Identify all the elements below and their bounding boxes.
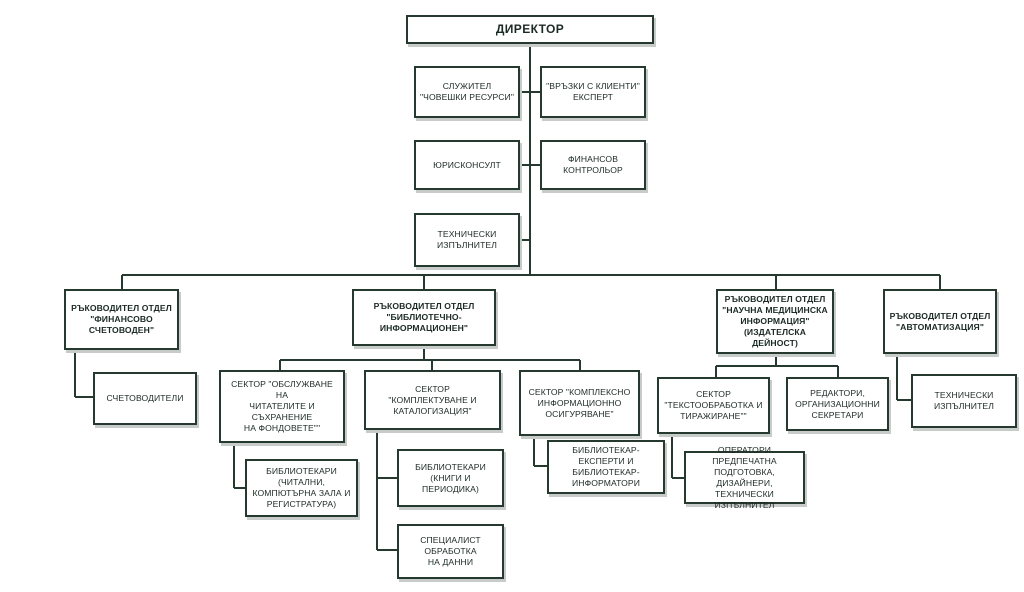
sector-text-label: СЕКТОР "ТЕКСТООБРАБОТКА И ТИРАЖИРАНЕ"" — [664, 389, 763, 421]
sector-acquisition-box: СЕКТОР "КОМПЛЕКТУВАНЕ И КАТАЛОГИЗАЦИЯ" — [364, 370, 501, 430]
editors-label: РЕДАКТОРИ, ОРГАНИЗАЦИОННИ СЕКРЕТАРИ — [795, 387, 880, 420]
data-specialist-label: СПЕЦИАЛИСТ ОБРАБОТКА НА ДАННИ — [420, 535, 481, 567]
data-specialist-box: СПЕЦИАЛИСТ ОБРАБОТКА НА ДАННИ — [397, 524, 504, 579]
legal-counsel-box: ЮРИСКОНСУЛТ — [414, 140, 520, 190]
financial-controller-box: ФИНАНСОВ КОНТРОЛЬОР — [540, 140, 646, 190]
financial-controller-label: ФИНАНСОВ КОНТРОЛЬОР — [563, 154, 623, 175]
automation-technical-box: ТЕХНИЧЕСКИ ИЗПЪЛНИТЕЛ — [911, 374, 1017, 428]
finance-dept-head-box: РЪКОВОДИТЕЛ ОТДЕЛ "ФИНАНСОВО СЧЕТОВОДЕН" — [64, 289, 179, 350]
hr-officer-label: СЛУЖИТЕЛ "ЧОВЕШКИ РЕСУРСИ" — [420, 81, 514, 102]
automation-dept-head-box: РЪКОВОДИТЕЛ ОТДЕЛ "АВТОМАТИЗАЦИЯ" — [883, 289, 997, 354]
librarians-reading-label: БИБЛИОТЕКАРИ (ЧИТАЛНИ, КОМПЮТЪРНА ЗАЛА И… — [252, 466, 351, 509]
librarians-books-label: БИБЛИОТЕКАРИ (КНИГИ И ПЕРИОДИКА) — [415, 461, 486, 494]
accountants-label: СЧЕТОВОДИТЕЛИ — [106, 393, 184, 403]
info-librarians-box: БИБЛИОТЕКАР-ЕКСПЕРТИ И БИБЛИОТЕКАР- ИНФО… — [547, 440, 665, 494]
legal-counsel-label: ЮРИСКОНСУЛТ — [433, 159, 501, 170]
sector-service-label: СЕКТОР "ОБСЛУЖВАНЕ НА ЧИТАТЕЛИТЕ И СЪХРА… — [231, 379, 333, 433]
editors-box: РЕДАКТОРИ, ОРГАНИЗАЦИОННИ СЕКРЕТАРИ — [786, 377, 889, 431]
automation-dept-head-label: РЪКОВОДИТЕЛ ОТДЕЛ "АВТОМАТИЗАЦИЯ" — [889, 310, 991, 332]
sector-text-box: СЕКТОР "ТЕКСТООБРАБОТКА И ТИРАЖИРАНЕ"" — [657, 377, 770, 434]
client-relations-box: "ВРЪЗКИ С КЛИЕНТИ" ЕКСПЕРТ — [540, 66, 646, 118]
client-relations-label: "ВРЪЗКИ С КЛИЕНТИ" ЕКСПЕРТ — [546, 81, 640, 102]
sector-info-label: СЕКТОР "КОМПЛЕКСНО ИНФОРМАЦИОННО ОСИГУРЯ… — [528, 386, 631, 419]
librarians-reading-box: БИБЛИОТЕКАРИ (ЧИТАЛНИ, КОМПЮТЪРНА ЗАЛА И… — [245, 459, 358, 517]
librarians-books-box: БИБЛИОТЕКАРИ (КНИГИ И ПЕРИОДИКА) — [397, 449, 504, 507]
finance-dept-head-label: РЪКОВОДИТЕЛ ОТДЕЛ "ФИНАНСОВО СЧЕТОВОДЕН" — [71, 303, 172, 335]
prepress-operators-box: ОПЕРАТОРИ ПРЕДПЕЧАТНА ПОДГОТОВКА, ДИЗАЙН… — [684, 445, 805, 510]
director-box: ДИРЕКТОР — [406, 15, 654, 44]
publishing-dept-head-box: РЪКОВОДИТЕЛ ОТДЕЛ "НАУЧНА МЕДИЦИНСКА ИНФ… — [716, 289, 834, 354]
technical-executor-label: ТЕХНИЧЕСКИ ИЗПЪЛНИТЕЛ — [437, 229, 497, 250]
hr-officer-box: СЛУЖИТЕЛ "ЧОВЕШКИ РЕСУРСИ" — [414, 66, 520, 118]
info-librarians-label: БИБЛИОТЕКАР-ЕКСПЕРТИ И БИБЛИОТЕКАР- ИНФО… — [571, 445, 640, 488]
publishing-dept-head-label: РЪКОВОДИТЕЛ ОТДЕЛ "НАУЧНА МЕДИЦИНСКА ИНФ… — [722, 294, 828, 348]
technical-executor-box: ТЕХНИЧЕСКИ ИЗПЪЛНИТЕЛ — [414, 213, 520, 267]
sector-service-box: СЕКТОР "ОБСЛУЖВАНЕ НА ЧИТАТЕЛИТЕ И СЪХРА… — [219, 370, 345, 443]
prepress-operators-label: ОПЕРАТОРИ ПРЕДПЕЧАТНА ПОДГОТОВКА, ДИЗАЙН… — [712, 444, 777, 510]
sector-acquisition-label: СЕКТОР "КОМПЛЕКТУВАНЕ И КАТАЛОГИЗАЦИЯ" — [388, 383, 477, 416]
sector-info-box: СЕКТОР "КОМПЛЕКСНО ИНФОРМАЦИОННО ОСИГУРЯ… — [519, 370, 640, 436]
automation-technical-label: ТЕХНИЧЕСКИ ИЗПЪЛНИТЕЛ — [934, 390, 994, 411]
library-dept-head-box: РЪКОВОДИТЕЛ ОТДЕЛ "БИБЛИОТЕЧНО- ИНФОРМАЦ… — [352, 289, 496, 346]
library-dept-head-label: РЪКОВОДИТЕЛ ОТДЕЛ "БИБЛИОТЕЧНО- ИНФОРМАЦ… — [373, 301, 475, 333]
director-label: ДИРЕКТОР — [495, 22, 565, 36]
accountants-box: СЧЕТОВОДИТЕЛИ — [93, 372, 197, 425]
